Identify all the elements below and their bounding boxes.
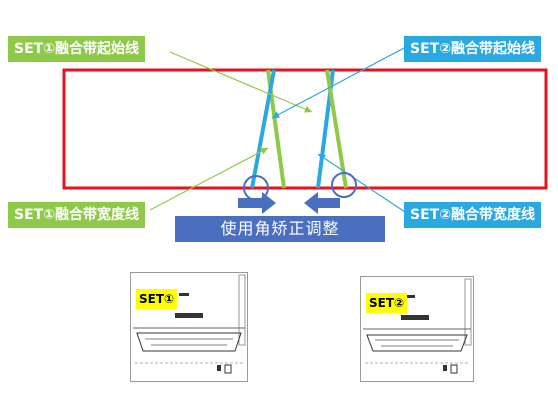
set2-badge: SET② [366, 293, 408, 313]
leader-set2-start [271, 47, 405, 119]
label-set1-start: SET①融合带起始线 [8, 36, 146, 62]
screen-frame [62, 68, 548, 190]
left-arrow-icon [304, 192, 340, 214]
right-arrow-icon [238, 192, 276, 214]
projector-set1-drawing [133, 274, 246, 374]
leader-set1-width [149, 147, 269, 211]
projector-set2: SET② [360, 276, 474, 382]
projector-set2-drawing [363, 278, 472, 374]
label-set1-width: SET①融合带宽度线 [8, 202, 146, 228]
set2-adjust-circle [331, 172, 357, 198]
leader-set1-start [169, 51, 313, 113]
label-set2-start: SET②融合带起始线 [404, 36, 542, 62]
label-set2-width: SET②融合带宽度线 [404, 202, 542, 228]
set1-badge: SET① [136, 289, 178, 309]
leader-set2-width [317, 153, 409, 215]
set2-width-line [325, 69, 348, 189]
set1-width-line [250, 69, 276, 189]
projector-set1: SET① [130, 272, 248, 382]
keystone-banner: 使用角矫正调整 [175, 216, 385, 242]
